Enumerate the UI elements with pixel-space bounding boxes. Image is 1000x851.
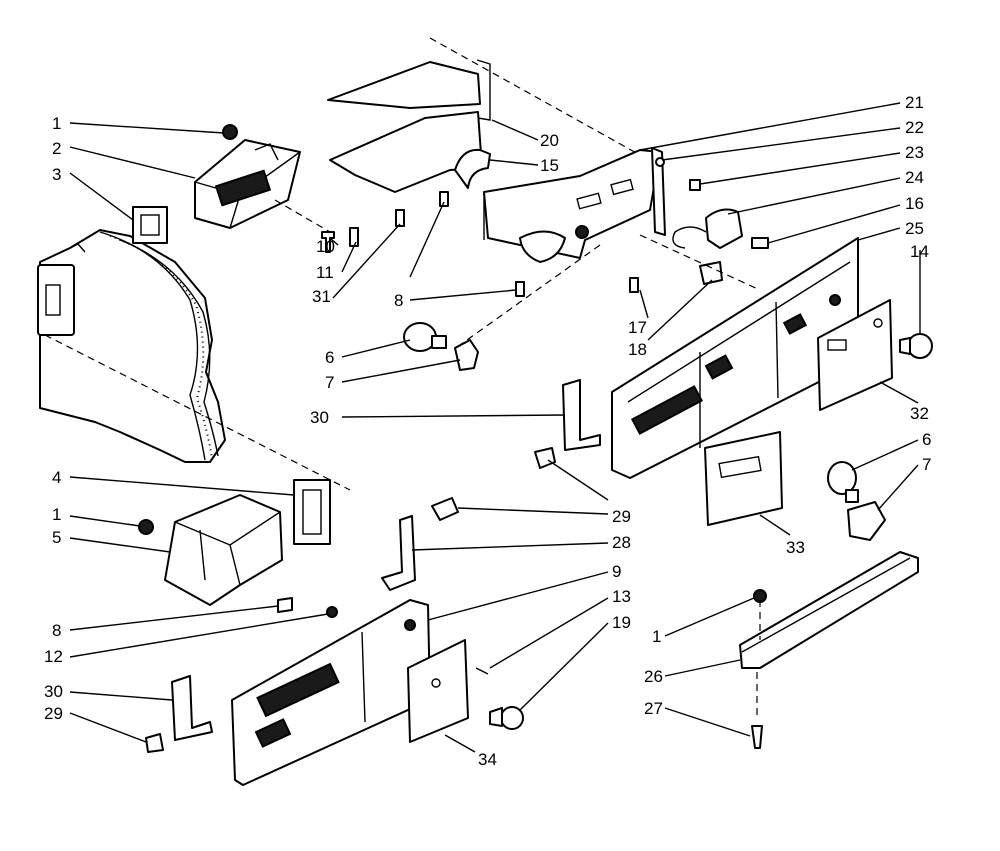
callout-labels: 1 2 3 10 11 31 8 6 7 30 20 15 21 22 23 2… <box>44 93 931 769</box>
parts-8-screws <box>439 191 639 297</box>
callout-8-lower: 8 <box>52 621 61 640</box>
part-20-bracket <box>327 37 641 193</box>
callout-31: 31 <box>312 287 331 306</box>
parts-6-7-right-bulb-socket <box>827 461 886 541</box>
part-30-bracket-upper <box>534 379 601 469</box>
callout-4: 4 <box>52 468 61 487</box>
center-bracket <box>483 149 661 263</box>
part-1-top <box>222 124 238 140</box>
callout-24: 24 <box>905 168 924 187</box>
callout-26: 26 <box>644 667 663 686</box>
callout-17: 17 <box>628 318 647 337</box>
part-14-knob <box>899 333 933 359</box>
part-33-plate <box>704 431 783 526</box>
callout-13: 13 <box>612 587 631 606</box>
callout-1-top: 1 <box>52 114 61 133</box>
callout-8-upper: 8 <box>394 291 403 310</box>
callout-7-left: 7 <box>325 373 334 392</box>
callout-27: 27 <box>644 699 663 718</box>
callout-3: 3 <box>52 165 61 184</box>
part-15-clip <box>454 148 491 189</box>
callout-34: 34 <box>478 750 497 769</box>
parts-26-1-27-trim <box>739 551 919 749</box>
callout-33: 33 <box>786 538 805 557</box>
callout-1-right: 1 <box>652 627 661 646</box>
part-25-control-panel <box>611 237 859 479</box>
part-9-lower-panel <box>231 599 431 786</box>
callout-22: 22 <box>905 118 924 137</box>
parts-10-11-31-screws <box>274 199 405 253</box>
callout-18: 18 <box>628 340 647 359</box>
callout-14: 14 <box>910 242 929 261</box>
callout-28: 28 <box>612 533 631 552</box>
callout-1-left: 1 <box>52 505 61 524</box>
callout-32: 32 <box>910 404 929 423</box>
parts-34-13-19 <box>407 639 524 743</box>
part-3-frame <box>132 206 168 244</box>
callout-16: 16 <box>905 194 924 213</box>
callout-6-left: 6 <box>325 348 334 367</box>
callout-15: 15 <box>540 156 559 175</box>
callout-21: 21 <box>905 93 924 112</box>
callout-6-right: 6 <box>922 430 931 449</box>
callout-10: 10 <box>316 237 335 256</box>
callout-20: 20 <box>540 131 559 150</box>
callout-12: 12 <box>44 647 63 666</box>
callout-19: 19 <box>612 613 631 632</box>
callout-5: 5 <box>52 528 61 547</box>
parts-21-24-switch-assembly <box>639 147 769 291</box>
callout-25: 25 <box>905 219 924 238</box>
part-32-plate <box>817 299 893 411</box>
callout-11: 11 <box>316 263 334 282</box>
part-2-housing <box>194 139 301 229</box>
callout-29-upper: 29 <box>612 507 631 526</box>
part-28-bracket <box>381 497 459 591</box>
callout-30-lower: 30 <box>44 682 63 701</box>
callout-2: 2 <box>52 139 61 158</box>
callout-9: 9 <box>612 562 621 581</box>
parts-4-5-housing <box>44 334 351 618</box>
callout-30-upper: 30 <box>310 408 329 427</box>
part-30-bracket-lower <box>145 675 213 753</box>
callout-29-lower: 29 <box>44 704 63 723</box>
callout-23: 23 <box>905 143 924 162</box>
callout-7-right: 7 <box>922 455 931 474</box>
parts-6-7-bulb-socket <box>403 244 601 371</box>
cabinet-cutaway <box>37 229 226 463</box>
leader-lines <box>69 102 921 753</box>
